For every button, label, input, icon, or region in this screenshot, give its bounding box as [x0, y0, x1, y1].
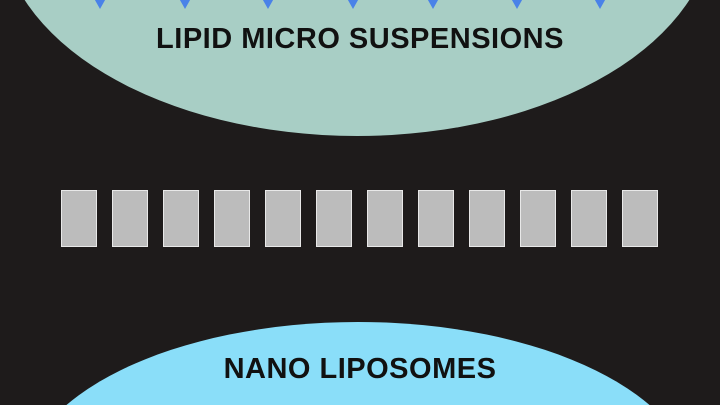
nano-liposomes-label: NANO LIPOSOMES [223, 353, 497, 385]
membrane-block [265, 190, 301, 247]
lipid-micro-suspensions-label: LIPID MICRO SUSPENSIONS [156, 23, 564, 55]
membrane-block [469, 190, 505, 247]
membrane-block [61, 190, 97, 247]
down-arrow-icon [259, 0, 277, 9]
membrane-block [622, 190, 658, 247]
down-arrow-icon [508, 0, 526, 9]
down-arrow-icon [591, 0, 609, 9]
membrane-block [571, 190, 607, 247]
membrane-block [214, 190, 250, 247]
membrane-block [520, 190, 556, 247]
membrane-block [418, 190, 454, 247]
down-arrow-icon [344, 0, 362, 9]
lipid-micro-suspensions-ellipse [1, 0, 713, 136]
membrane-block [367, 190, 403, 247]
down-arrow-icon [91, 0, 109, 9]
membrane-block [316, 190, 352, 247]
down-arrow-icon [176, 0, 194, 9]
membrane-block [112, 190, 148, 247]
down-arrow-icon [424, 0, 442, 9]
membrane-block [163, 190, 199, 247]
